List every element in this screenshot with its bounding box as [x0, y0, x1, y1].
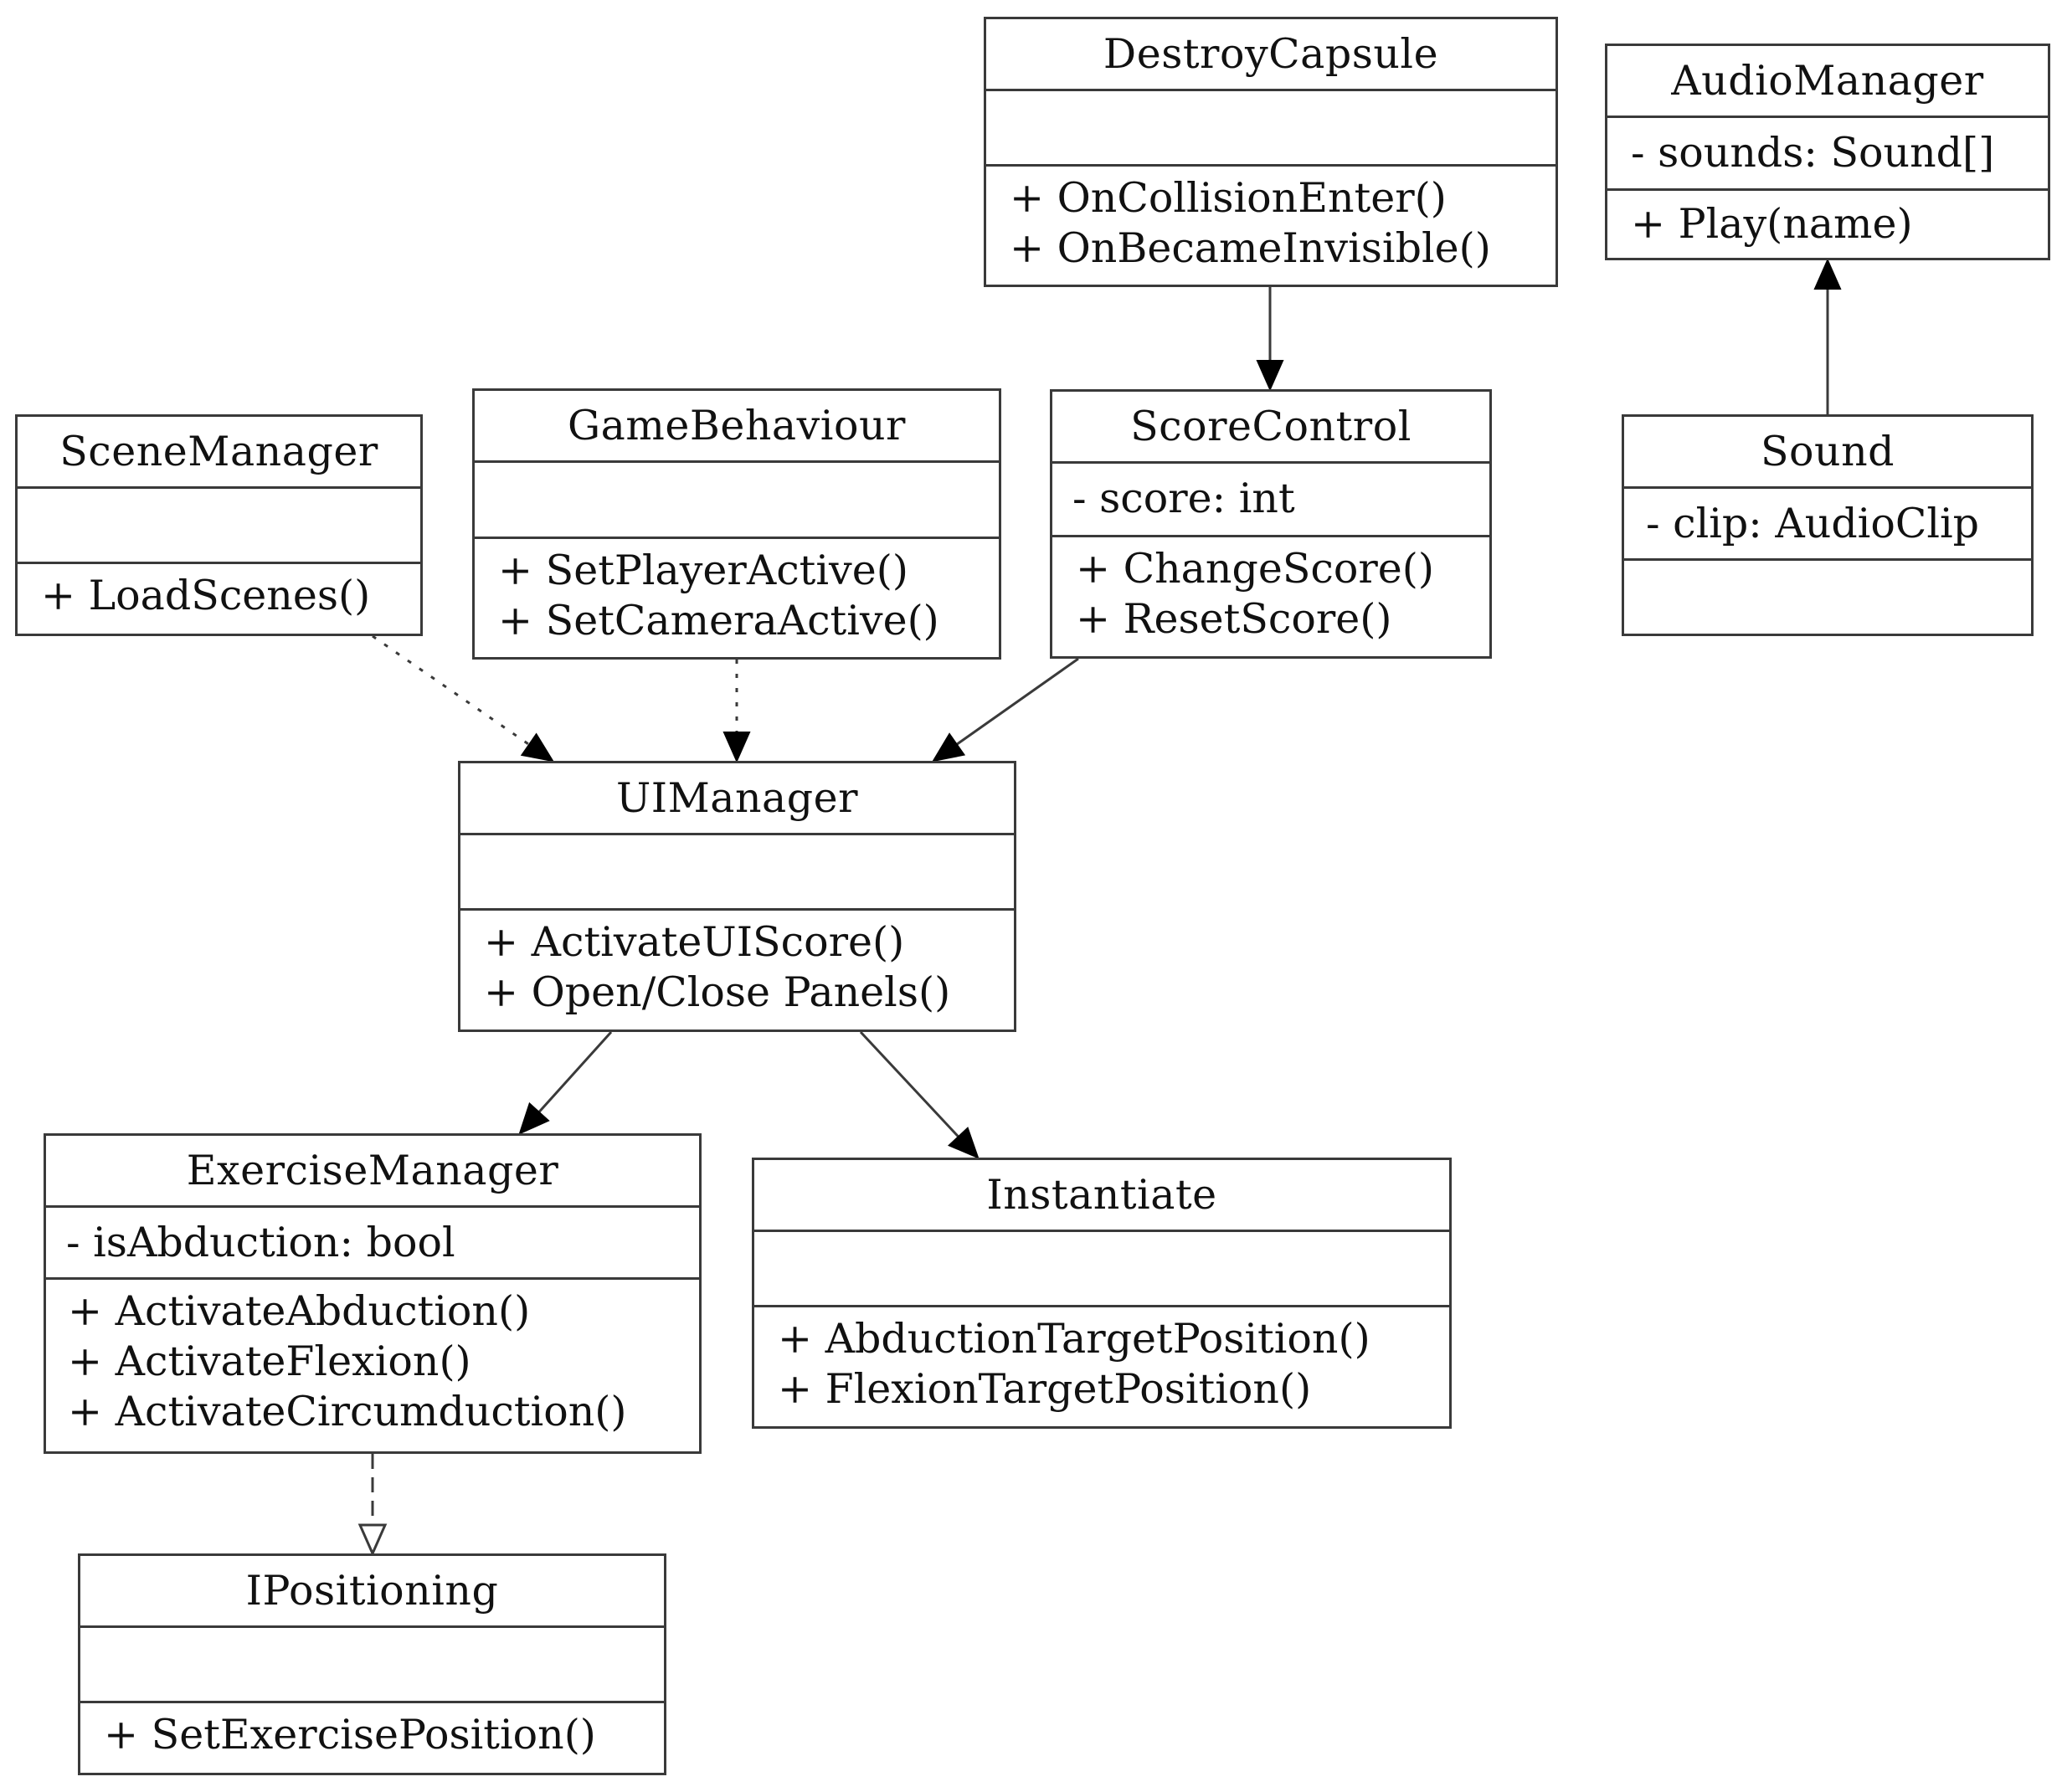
edge-ui-manager-to-exercise-manager	[537, 1030, 613, 1113]
class-methods	[1624, 561, 2031, 629]
class-methods: + SetPlayerActive() + SetCameraActive()	[475, 539, 999, 655]
class-methods: + ChangeScore() + ResetScore()	[1052, 537, 1489, 653]
attribute: - isAbduction: bool	[66, 1219, 455, 1266]
class-audio-manager: AudioManager - sounds: Sound[] + Play(na…	[1605, 44, 2050, 260]
class-methods: + SetExercisePosition()	[80, 1703, 664, 1772]
class-attributes: - isAbduction: bool	[46, 1208, 699, 1280]
class-name: AudioManager	[1607, 46, 2048, 118]
class-methods: + LoadScenes()	[18, 564, 420, 633]
arrowhead-ui-manager-to-instantiate	[947, 1127, 980, 1159]
class-ui-manager: UIManager + ActivateUIScore() + Open/Clo…	[458, 761, 1016, 1032]
class-name: Sound	[1624, 417, 2031, 489]
class-attributes	[475, 463, 999, 539]
edge-score-control-to-ui-manager	[955, 657, 1079, 746]
method: + ActivateUIScore()	[484, 918, 905, 966]
class-methods: + AbductionTargetPosition() + FlexionTar…	[754, 1307, 1449, 1423]
method: + FlexionTargetPosition()	[778, 1365, 1312, 1413]
arrowhead-game-behaviour-to-ui-manager	[722, 732, 751, 763]
class-methods: + OnCollisionEnter() + OnBecameInvisible…	[986, 167, 1555, 282]
class-name: ExerciseManager	[46, 1136, 699, 1208]
class-attributes	[986, 91, 1555, 167]
class-name: DestroyCapsule	[986, 19, 1555, 91]
method: + ResetScore()	[1076, 595, 1392, 643]
method: + Play(name)	[1631, 200, 1913, 248]
class-attributes	[80, 1628, 664, 1703]
method: + OnBecameInvisible()	[1010, 224, 1491, 272]
class-name: IPositioning	[80, 1556, 664, 1628]
method: + ActivateFlexion()	[68, 1338, 471, 1385]
arrowhead-scene-manager-to-ui-manager	[520, 732, 555, 762]
class-methods: + Play(name)	[1607, 191, 2048, 259]
method: + OnCollisionEnter()	[1010, 174, 1447, 222]
method: + Open/Close Panels()	[484, 968, 951, 1016]
method: + ActivateAbduction()	[68, 1287, 531, 1335]
class-name: SceneManager	[18, 417, 420, 489]
class-attributes: - clip: AudioClip	[1624, 489, 2031, 561]
class-methods: + ActivateAbduction() + ActivateFlexion(…	[46, 1280, 699, 1445]
method: + LoadScenes()	[41, 572, 371, 619]
class-game-behaviour: GameBehaviour + SetPlayerActive() + SetC…	[472, 388, 1001, 660]
arrowhead-exercise-manager-to-ipositioning	[357, 1523, 388, 1557]
method: + ChangeScore()	[1076, 545, 1434, 593]
arrowhead-ui-manager-to-exercise-manager	[518, 1101, 550, 1135]
attribute: - clip: AudioClip	[1646, 500, 1980, 547]
method: + SetCameraActive()	[498, 597, 939, 644]
edge-scene-manager-to-ui-manager	[372, 634, 530, 746]
attribute: - sounds: Sound[]	[1631, 129, 1995, 177]
class-attributes	[18, 489, 420, 564]
attribute: - score: int	[1072, 475, 1295, 522]
arrowhead-score-control-to-ui-manager	[931, 732, 966, 762]
edge-ui-manager-to-instantiate	[859, 1030, 959, 1138]
class-scene-manager: SceneManager + LoadScenes()	[15, 414, 423, 636]
method: + SetExercisePosition()	[104, 1711, 596, 1759]
class-attributes	[754, 1232, 1449, 1307]
class-name: GameBehaviour	[475, 391, 999, 463]
arrowhead-sound-to-audio-manager	[1813, 258, 1842, 290]
class-attributes: - score: int	[1052, 464, 1489, 537]
class-score-control: ScoreControl - score: int + ChangeScore(…	[1050, 389, 1492, 659]
class-methods: + ActivateUIScore() + Open/Close Panels(…	[460, 911, 1014, 1026]
class-name: UIManager	[460, 763, 1014, 835]
arrowhead-destroy-capsule-to-score-control	[1256, 360, 1284, 392]
class-sound: Sound - clip: AudioClip	[1622, 414, 2034, 636]
class-ipositioning: IPositioning + SetExercisePosition()	[78, 1553, 666, 1775]
method: + AbductionTargetPosition()	[778, 1315, 1370, 1363]
class-attributes: - sounds: Sound[]	[1607, 118, 2048, 191]
method: + ActivateCircumduction()	[68, 1388, 627, 1435]
method: + SetPlayerActive()	[498, 547, 908, 594]
class-instantiate: Instantiate + AbductionTargetPosition() …	[752, 1158, 1452, 1429]
class-exercise-manager: ExerciseManager - isAbduction: bool + Ac…	[44, 1133, 702, 1454]
class-name: Instantiate	[754, 1160, 1449, 1232]
class-destroy-capsule: DestroyCapsule + OnCollisionEnter() + On…	[984, 17, 1558, 287]
class-name: ScoreControl	[1052, 392, 1489, 464]
class-attributes	[460, 835, 1014, 911]
